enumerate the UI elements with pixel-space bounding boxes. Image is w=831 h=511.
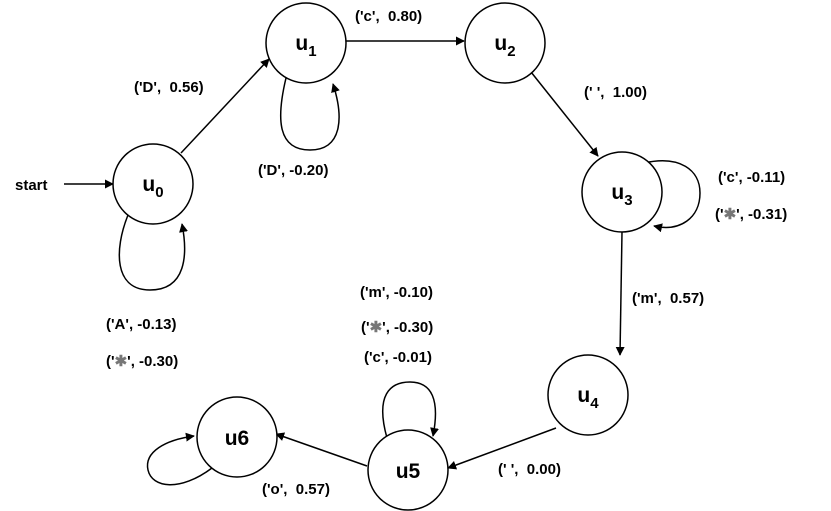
- svg-text:u0: u0: [142, 173, 163, 201]
- loop-label-u1-a: ('D', -0.20): [258, 162, 328, 179]
- loop-label-u3-a: ('c', -0.11): [718, 169, 785, 186]
- node-label: u: [577, 384, 590, 407]
- loop-label-u3-b: ('✱', -0.31): [715, 206, 787, 223]
- svg-text:u3: u3: [611, 181, 632, 209]
- node-label: u: [611, 181, 624, 204]
- node-subscript: 0: [155, 184, 163, 201]
- node-label: u5: [396, 460, 421, 483]
- node-label: u: [494, 32, 507, 55]
- loop-label-u5-b: ('✱', -0.30): [361, 319, 433, 336]
- loop-label-u0-b-post: ', -0.30): [127, 353, 178, 370]
- edge-u5-u6: [275, 432, 368, 467]
- edge-label-u4-u5: (' ', 0.00): [498, 461, 561, 478]
- loop-label-u3-b-post: ', -0.31): [736, 206, 787, 223]
- node-subscript: 2: [507, 43, 515, 60]
- self-loop-u3: [643, 160, 701, 233]
- edge-label-u0-u1: ('D', 0.56): [134, 79, 204, 96]
- node-label: u: [142, 173, 155, 196]
- node-u0: u0: [112, 143, 194, 225]
- edge-label-u1-u2: ('c', 0.80): [355, 8, 422, 25]
- edge-u0-u1: [180, 58, 270, 154]
- node-label: u: [295, 32, 308, 55]
- loop-label-u0-b-pre: (': [106, 353, 115, 370]
- asterisk-icon: ✱: [115, 353, 128, 370]
- node-u3: u3: [581, 151, 663, 233]
- node-label: u6: [225, 427, 250, 450]
- self-loop-u1: [279, 77, 340, 151]
- node-u2: u2: [464, 2, 546, 84]
- edge-label-u3-u4: ('m', 0.57): [632, 290, 704, 307]
- node-u5: u5: [367, 429, 449, 511]
- loop-label-u5-a: ('m', -0.10): [360, 284, 433, 301]
- node-u6: u6: [196, 396, 278, 478]
- edge-u2-u3: [530, 71, 599, 157]
- loop-label-u0-b: ('✱', -0.30): [106, 353, 178, 370]
- svg-text:u2: u2: [494, 32, 515, 60]
- svg-text:u4: u4: [577, 384, 599, 412]
- edge-u3-u4: [615, 231, 625, 356]
- self-loop-u5: [382, 381, 439, 439]
- node-subscript: 4: [590, 395, 599, 412]
- svg-text:u1: u1: [295, 32, 316, 60]
- loop-label-u0-a: ('A', -0.13): [106, 316, 176, 333]
- asterisk-icon: ✱: [370, 319, 383, 336]
- loop-label-u5-b-post: ', -0.30): [382, 319, 433, 336]
- node-u1: u1: [265, 2, 347, 84]
- edge-u4-u5: [447, 427, 557, 470]
- node-subscript: 1: [308, 43, 316, 60]
- start-label: start: [15, 177, 48, 194]
- loop-label-u3-b-pre: (': [715, 206, 724, 223]
- edge-label-u5-u6: ('o', 0.57): [262, 481, 330, 498]
- asterisk-icon: ✱: [724, 206, 737, 223]
- loop-label-u5-c: ('c', -0.01): [364, 349, 432, 366]
- node-subscript: 3: [624, 192, 632, 209]
- self-loop-u6: [146, 432, 213, 486]
- edge-label-u2-u3: (' ', 1.00): [584, 84, 647, 101]
- self-loop-u0: [118, 214, 188, 291]
- node-u4: u4: [547, 354, 629, 436]
- loop-label-u5-b-pre: (': [361, 319, 370, 336]
